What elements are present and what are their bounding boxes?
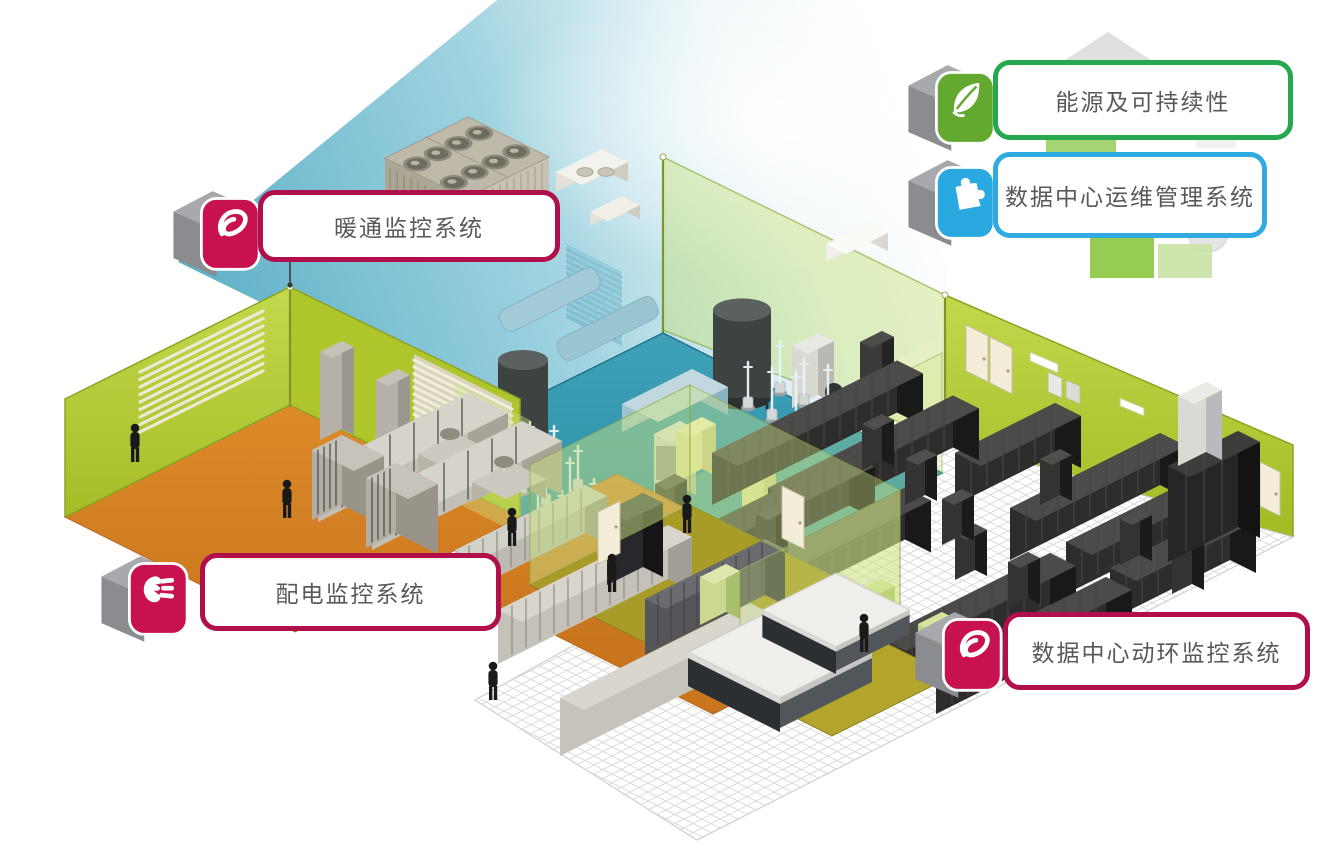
callout-energy-sustainability: 能源及可持续性: [993, 60, 1293, 140]
callout-power-monitoring: 配电监控系统: [200, 553, 501, 631]
energy-cube-icon: [908, 65, 996, 151]
callout-label: 数据中心动环监控系统: [1031, 640, 1282, 666]
callout-label: 暖通监控系统: [334, 215, 484, 241]
puzzle-icon: [955, 177, 985, 210]
ecostruxure-eye-icon: [959, 630, 990, 658]
dcim-cube-icon: [908, 160, 996, 246]
callout-label: 数据中心运维管理系统: [1005, 184, 1255, 210]
leaf-icon: [952, 82, 980, 118]
callout-dc-operations: 数据中心运维管理系统: [993, 152, 1267, 238]
callout-label: 能源及可持续性: [1055, 89, 1231, 115]
ecostruxure-eye-icon: [217, 209, 248, 237]
power-glove-icon: [143, 576, 175, 603]
callout-hvac-monitoring: 暖通监控系统: [258, 190, 560, 262]
callout-leader-line: [287, 261, 293, 288]
callout-dc-env-monitoring: 数据中心动环监控系统: [1003, 612, 1310, 690]
generator-room: [63, 283, 704, 654]
personnel-figures: [130, 423, 869, 700]
rooftop-ahu-units: [556, 149, 640, 226]
callout-label: 配电监控系统: [275, 581, 426, 607]
dc-env-cube-icon: [915, 612, 1003, 698]
power-cube-icon: [101, 556, 189, 642]
hvac-cube-icon: [173, 191, 261, 277]
